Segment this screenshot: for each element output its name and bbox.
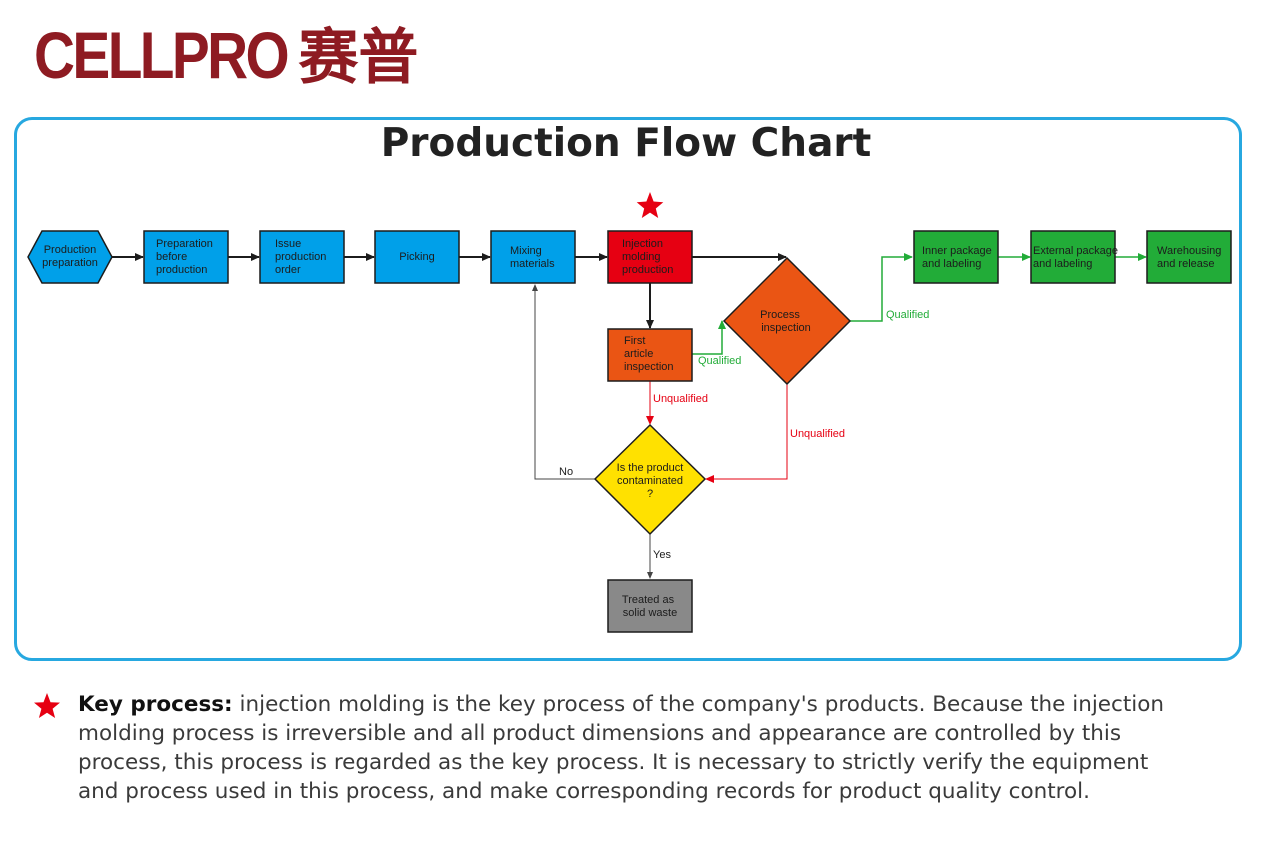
arrow-first-qualified — [692, 320, 726, 355]
key-process-text: injection molding is the key process of … — [78, 692, 1165, 804]
arrow-no-to-mixing — [532, 284, 595, 480]
svg-text:Picking: Picking — [399, 251, 434, 263]
label-no: No — [559, 466, 573, 478]
node-picking: Picking — [374, 230, 460, 284]
flowchart-frame — [14, 117, 1242, 661]
connectors — [112, 253, 1147, 579]
flowchart-title: Production Flow Chart — [380, 121, 872, 166]
label-yes: Yes — [653, 549, 671, 561]
company-logo: CELLPRO 赛普 — [34, 22, 418, 88]
arrow-process-qualified — [850, 253, 913, 322]
key-process-heading: Key process: — [78, 692, 233, 717]
key-process-note: Key process: injection molding is the ke… — [78, 690, 1188, 806]
logo-latin-text: CELLPRO — [34, 18, 290, 92]
arrow-process-unqualified — [705, 384, 788, 483]
label-process-unqualified: Unqualified — [790, 428, 845, 440]
logo-cjk-text: 赛普 — [298, 23, 419, 93]
key-process-star-icon — [636, 192, 664, 218]
label-process-qualified: Qualified — [886, 309, 929, 321]
label-first-unqualified: Unqualified — [653, 393, 708, 405]
label-first-qualified: Qualified — [698, 355, 741, 367]
note-star-icon — [34, 693, 60, 718]
